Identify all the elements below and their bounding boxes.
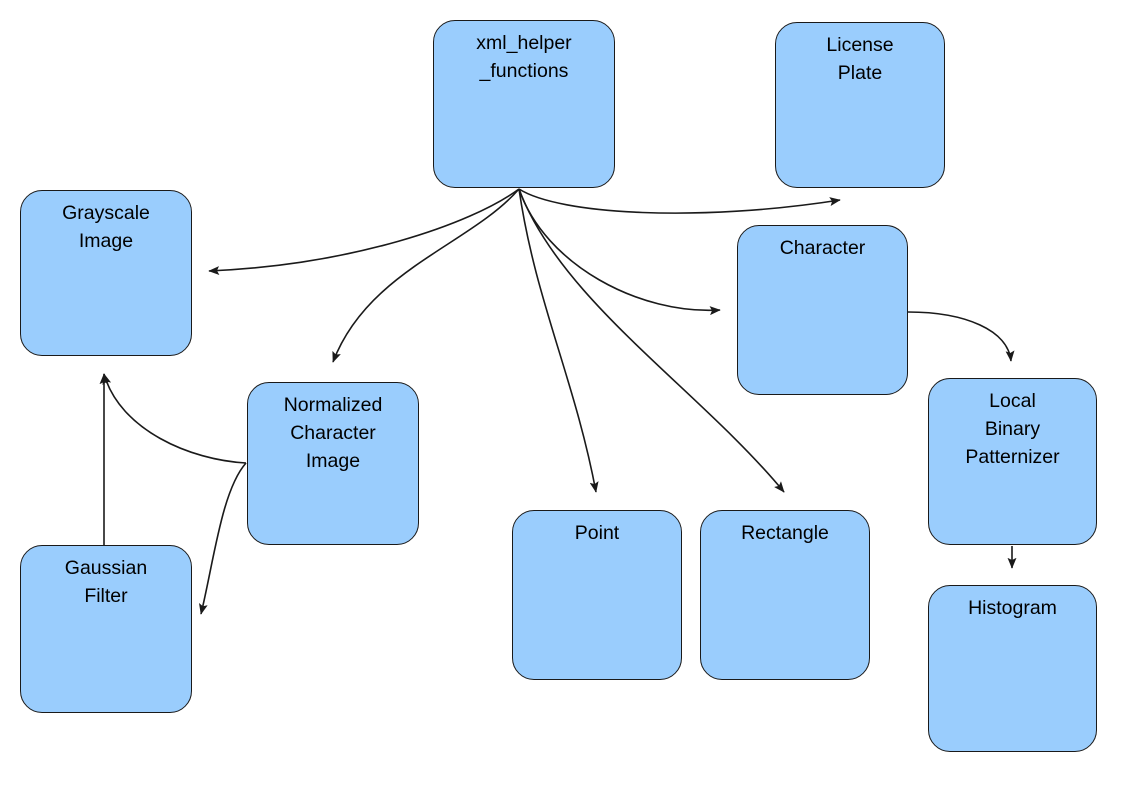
node-histogram[interactable]: Histogram <box>928 585 1097 752</box>
node-license-plate[interactable]: License Plate <box>775 22 945 188</box>
node-label: Rectangle <box>741 522 829 544</box>
node-label: Normalized Character Image <box>283 394 383 472</box>
node-normalized-character-image[interactable]: Normalized Character Image <box>247 382 419 545</box>
node-label: Histogram <box>968 597 1057 619</box>
node-rectangle[interactable]: Rectangle <box>700 510 870 680</box>
edge-normalized-character-image-to-gaussian-filter <box>199 462 247 615</box>
edge-normalized-character-image-to-grayscale-image <box>102 373 247 464</box>
node-label: License Plate <box>826 34 894 84</box>
node-label: xml_helper _functions <box>476 32 572 82</box>
node-gaussian-filter[interactable]: Gaussian Filter <box>20 545 192 713</box>
edge-xml-to-normalized-character-image <box>332 188 520 363</box>
node-label: Character <box>779 237 866 259</box>
edge-character-to-local-binary-patternizer <box>907 311 1015 362</box>
node-label: Point <box>574 522 620 544</box>
edge-xml-to-character <box>518 188 721 316</box>
node-character[interactable]: Character <box>737 225 908 395</box>
edge-xml-to-grayscale-image <box>208 188 520 276</box>
node-label: Local Binary Patternizer <box>965 390 1060 468</box>
node-grayscale-image[interactable]: Grayscale Image <box>20 190 192 356</box>
node-label: Gaussian Filter <box>64 557 148 607</box>
edge-xml-to-license-plate <box>518 188 841 214</box>
node-xml-helper-functions[interactable]: xml_helper _functions <box>433 20 615 188</box>
node-label: Grayscale Image <box>62 202 150 252</box>
node-point[interactable]: Point <box>512 510 682 680</box>
node-local-binary-patternizer[interactable]: Local Binary Patternizer <box>928 378 1097 545</box>
edge-xml-to-point <box>518 188 599 493</box>
